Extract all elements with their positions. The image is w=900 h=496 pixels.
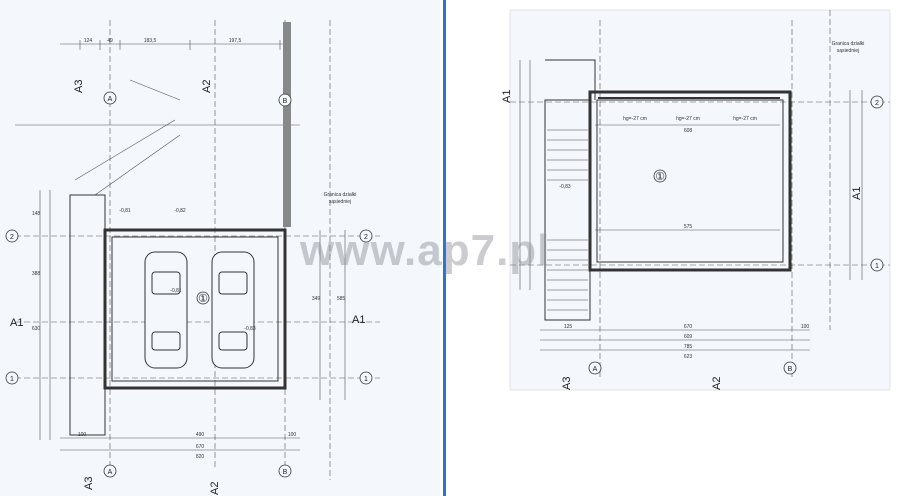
level-label: -0,83 <box>559 184 571 190</box>
grid-label: 2 <box>364 234 368 241</box>
dimension-label: 125 <box>564 324 573 330</box>
section-mark: A1 <box>352 314 365 326</box>
grid-mark-1-left <box>5 371 19 385</box>
dimension-label: 575 <box>684 224 693 230</box>
dimension-label: 785 <box>684 344 693 350</box>
grid-mark-2-right <box>359 229 373 243</box>
level-label: -0,81 <box>119 208 131 214</box>
dimension-label: hg=-27 cm <box>676 116 700 122</box>
dimension-label: 100 <box>288 432 297 438</box>
grid-mark-b-top <box>278 93 292 107</box>
section-mark: A2 <box>209 482 221 495</box>
dimension-label: 349 <box>312 296 321 302</box>
dimension-label: 490 <box>196 432 205 438</box>
car-right <box>211 251 255 369</box>
dimension-label: 148 <box>32 211 41 217</box>
dimension-label: 670 <box>684 324 693 330</box>
grid-mark-2-left <box>5 229 19 243</box>
grid-mark-a-top <box>103 91 117 105</box>
section-mark: A1 <box>851 187 863 200</box>
left-plan-drawing: A B 2 2 1 1 A B A3 A2 A1 A1 A2 A3 124 49… <box>5 20 380 495</box>
right-plan-drawing: 2 1 A B A1 A1 A3 A2 hg=-27 cm hg=-27 cm … <box>501 9 891 391</box>
dimension-label: 585 <box>337 296 346 302</box>
dimension-label: hg=-27 cm <box>733 116 757 122</box>
dimension-label: 124 <box>84 38 93 44</box>
grid-label: 1 <box>875 263 879 270</box>
dimension-label: 609 <box>684 334 693 340</box>
level-label: -0,82 <box>174 208 186 214</box>
level-label: -0,81 <box>170 288 182 294</box>
note-text: sąsiedniej <box>837 48 859 54</box>
grid-mark-2 <box>870 95 884 109</box>
dimension-label: 388 <box>32 271 41 277</box>
right-floor-plan: 2 1 A B A1 A1 A3 A2 hg=-27 cm hg=-27 cm … <box>450 0 900 496</box>
room-number: ① <box>198 293 208 305</box>
grid-mark-1-right <box>359 371 373 385</box>
grid-mark-b-bottom <box>278 464 292 478</box>
dimension-label: 100 <box>78 432 87 438</box>
dimension-label: hg=-27 cm <box>623 116 647 122</box>
grid-label: 1 <box>10 376 14 383</box>
dimension-label: 608 <box>684 128 693 134</box>
section-mark: A2 <box>711 377 723 390</box>
car-left <box>144 251 188 369</box>
left-floor-plan: A B 2 2 1 1 A B A3 A2 A1 A1 A2 A3 124 49… <box>0 0 440 496</box>
section-mark: A1 <box>501 90 513 103</box>
note-text: sąsiedniej <box>329 199 351 205</box>
dimension-label: 820 <box>196 454 205 460</box>
room-number: ① <box>655 171 665 183</box>
note-text: Granica działki <box>832 41 865 47</box>
grid-label: B <box>788 366 793 373</box>
section-mark: A3 <box>73 80 85 93</box>
note-text: Granica działki <box>324 192 357 198</box>
dimension-label: 49 <box>107 38 113 44</box>
dimension-label: 670 <box>196 444 205 450</box>
section-mark: A2 <box>201 80 213 93</box>
dimension-label: 623 <box>684 354 693 360</box>
section-mark: A1 <box>10 317 23 329</box>
grid-mark-1 <box>870 258 884 272</box>
grid-label: 2 <box>10 234 14 241</box>
dimension-label: 100 <box>801 324 810 330</box>
dimension-label: 183,5 <box>144 38 157 44</box>
grid-label: B <box>283 469 288 476</box>
dimension-label: 630 <box>32 326 41 332</box>
grid-label: A <box>593 366 598 373</box>
section-mark: A3 <box>561 377 573 390</box>
section-mark: A3 <box>83 477 95 490</box>
grid-label: 1 <box>364 376 368 383</box>
grid-label: 2 <box>875 100 879 107</box>
dimension-label: 197,5 <box>229 38 242 44</box>
grid-mark-b <box>783 361 797 375</box>
grid-mark-a-bottom <box>103 464 117 478</box>
level-label: -0,83 <box>244 326 256 332</box>
grid-label: A <box>108 469 113 476</box>
grid-label: A <box>108 96 113 103</box>
grid-mark-a <box>588 361 602 375</box>
watermark: www.ap7.pl <box>300 226 551 275</box>
grid-label: B <box>283 98 288 105</box>
divider-line <box>443 0 446 496</box>
boundary-wall <box>283 22 291 227</box>
